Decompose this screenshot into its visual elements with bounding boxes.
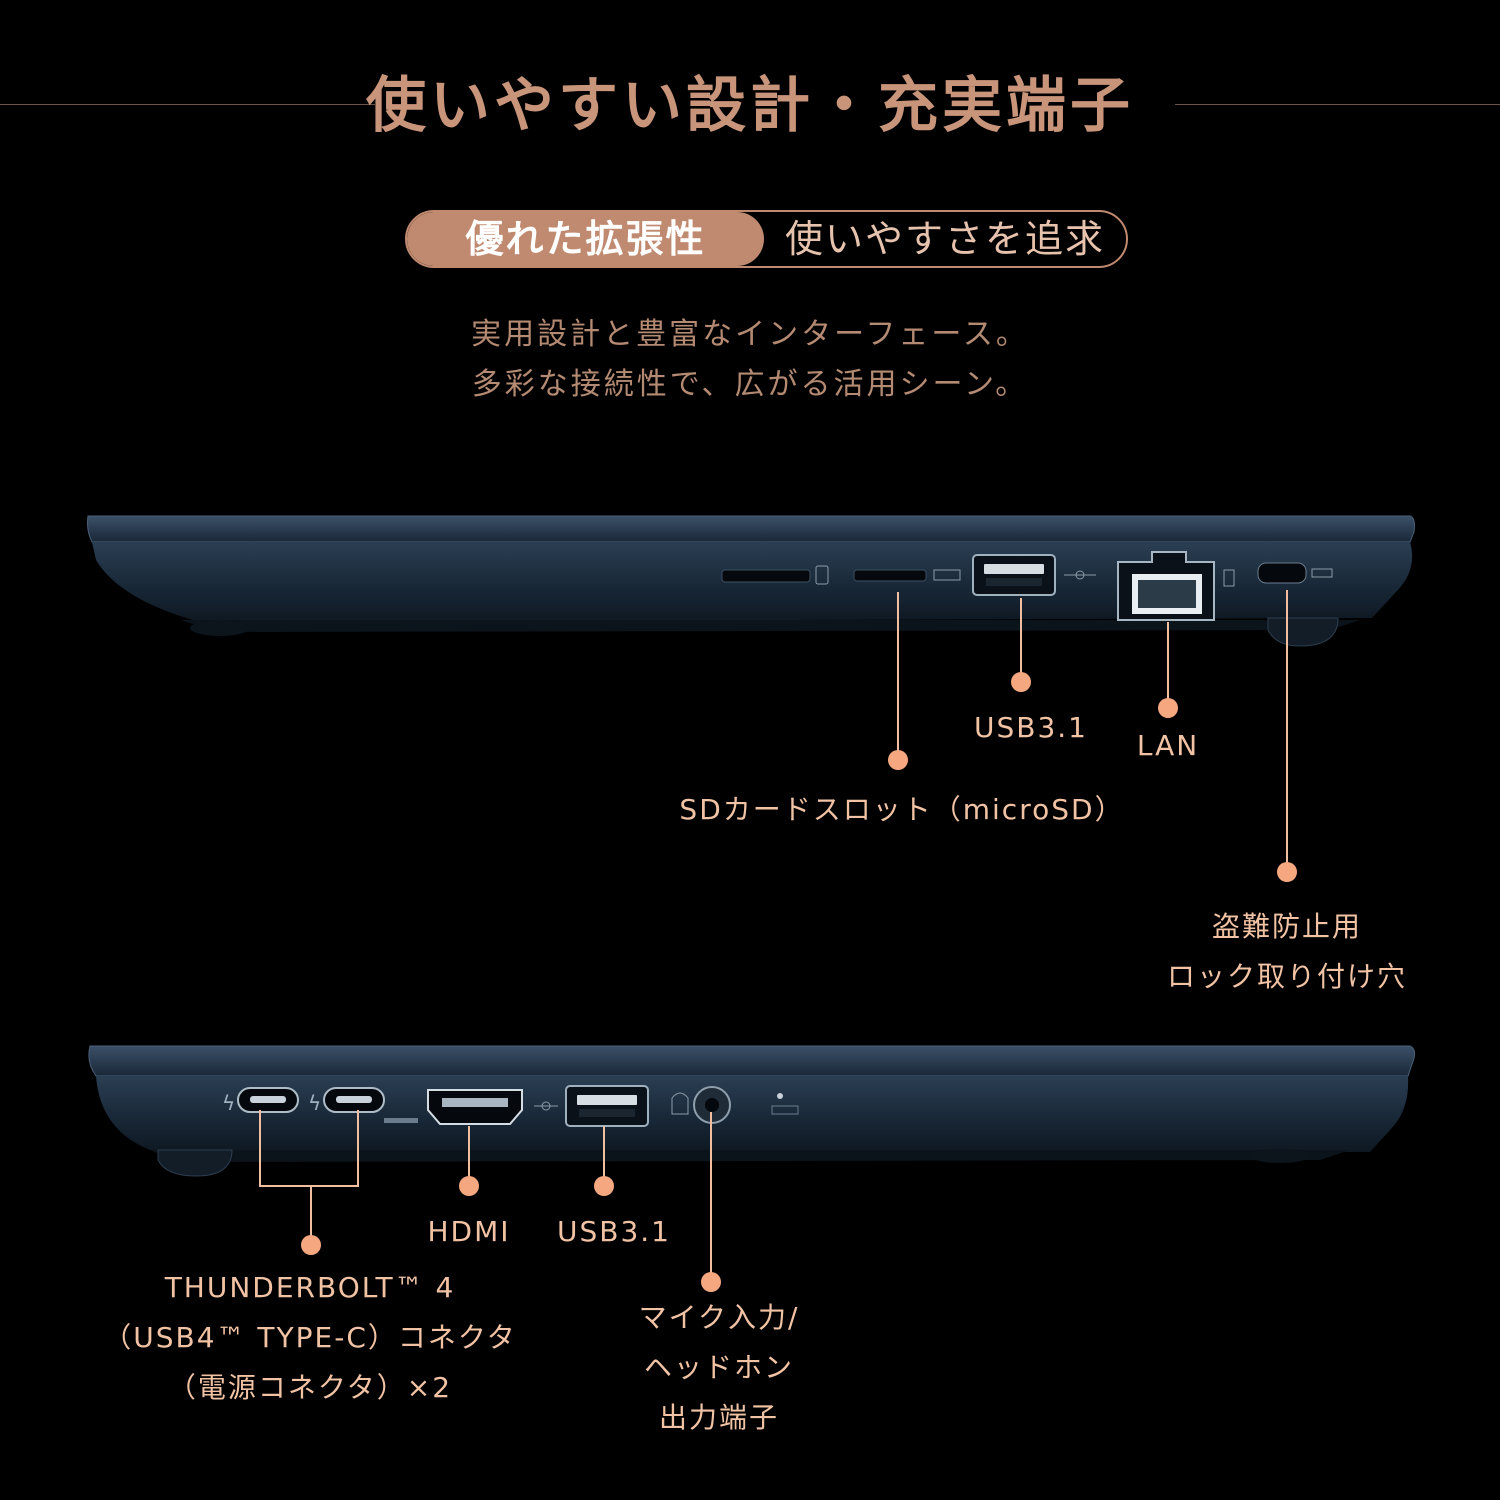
laptop-right-side-view (87, 515, 1415, 647)
label-audio-jack: マイク入力/ ヘッドホン 出力端子 (569, 1293, 869, 1443)
label-security-lock-line-1: 盗難防止用 (1211, 910, 1362, 943)
label-thunderbolt-line-2: （USB4™ TYPE-C）コネクタ (103, 1321, 517, 1354)
label-usb31-bottom: USB3.1 (556, 1215, 671, 1248)
page-title: 使いやすい設計・充実端子 (366, 71, 1134, 141)
label-audio-line-2: ヘッドホン (643, 1351, 794, 1384)
label-thunderbolt-line-3: （電源コネクタ）×2 (167, 1371, 453, 1404)
label-thunderbolt: THUNDERBOLT™ 4 （USB4™ TYPE-C）コネクタ （電源コネク… (60, 1263, 560, 1413)
description-line-1: 実用設計と豊富なインターフェース。 (471, 317, 1029, 352)
pill-label-usability: 使いやすさを追求 (784, 217, 1105, 261)
svg-text:ϟ: ϟ (222, 1091, 235, 1115)
feature-pill: 優れた拡張性 使いやすさを追求 (405, 210, 1128, 268)
callout-dots (301, 672, 1297, 1292)
label-security-lock: 盗難防止用 ロック取り付け穴 (1127, 902, 1447, 1002)
laptop-left-side-view: ϟ ϟ (88, 1045, 1416, 1177)
pill-label-expandability: 優れた拡張性 (407, 212, 764, 266)
svg-text:ϟ: ϟ (308, 1091, 321, 1115)
label-audio-line-1: マイク入力/ (638, 1301, 800, 1334)
label-hdmi: HDMI (427, 1215, 511, 1248)
label-security-lock-line-2: ロック取り付け穴 (1166, 960, 1407, 993)
description: 実用設計と豊富なインターフェース。 多彩な接続性で、広がる活用シーン。 (0, 310, 1500, 410)
label-sd-slot: SDカードスロット（microSD） (679, 793, 1125, 826)
title-rule-right (1175, 104, 1500, 105)
label-usb31-top: USB3.1 (973, 711, 1088, 744)
label-audio-line-3: 出力端子 (658, 1401, 779, 1434)
title-rule-left (0, 104, 375, 105)
label-lan: LAN (1136, 729, 1200, 762)
label-thunderbolt-line-1: THUNDERBOLT™ 4 (164, 1271, 456, 1304)
description-line-2: 多彩な接続性で、広がる活用シーン。 (471, 367, 1029, 402)
